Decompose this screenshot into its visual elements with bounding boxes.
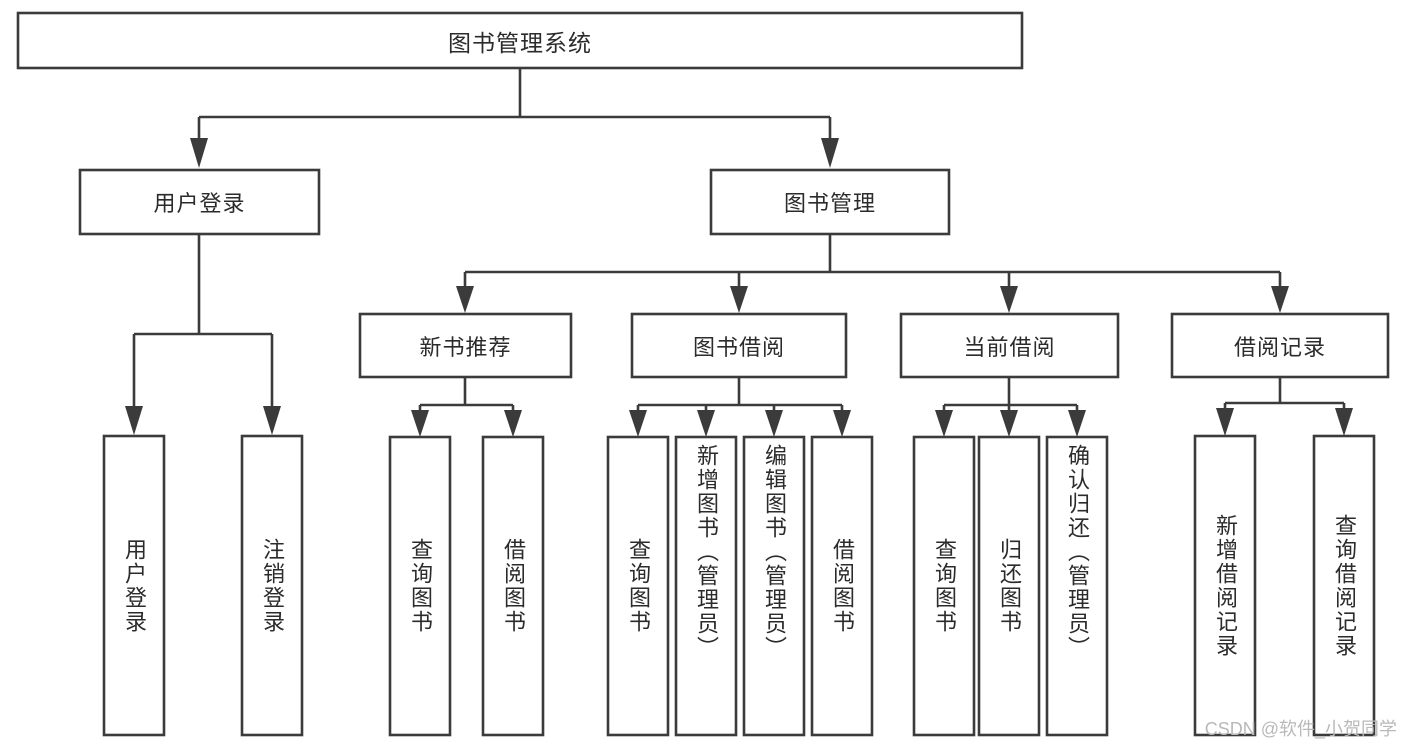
arrow-head-leaf-query-book-2 <box>629 410 647 437</box>
node-box-leaf-query-book-3[interactable] <box>912 435 976 737</box>
connector-book-mgmt-to-level2 <box>456 234 1289 313</box>
node-box-leaf-add-book[interactable] <box>674 435 738 737</box>
arrow-head-book-borrow <box>730 286 748 313</box>
arrow-head-leaf-query-book-3 <box>935 410 953 437</box>
connector-current-borrow-to-leaves <box>935 377 1086 437</box>
arrow-head-leaf-add-book <box>697 410 715 437</box>
node-box-book-borrow[interactable] <box>630 312 848 379</box>
node-box-leaf-borrow-book-2[interactable] <box>810 435 874 737</box>
node-box-leaf-query-book-2[interactable] <box>606 435 670 737</box>
node-box-current-borrow[interactable] <box>899 312 1120 379</box>
node-box-leaf-user-logout[interactable] <box>240 434 304 737</box>
arrow-head-current-borrow <box>1000 286 1018 313</box>
arrow-head-leaf-user-login <box>125 406 143 435</box>
arrow-head-user-login <box>190 138 208 168</box>
arrow-head-leaf-edit-book <box>765 410 783 437</box>
connector-borrow-record-to-leaves <box>1216 377 1353 436</box>
node-box-leaf-borrow-book-1[interactable] <box>481 435 545 737</box>
node-box-leaf-add-record[interactable] <box>1193 434 1257 737</box>
node-box-leaf-query-record[interactable] <box>1312 434 1376 737</box>
arrow-head-book-mgmt <box>821 138 839 168</box>
node-box-leaf-confirm-return[interactable] <box>1045 435 1109 737</box>
node-box-leaf-return-book[interactable] <box>977 435 1041 737</box>
arrow-head-leaf-borrow-book-1 <box>504 410 522 437</box>
arrow-head-leaf-add-record <box>1216 408 1234 436</box>
node-box-book-mgmt[interactable] <box>709 168 951 236</box>
arrow-head-leaf-borrow-book-2 <box>833 410 851 437</box>
arrow-head-borrow-record <box>1271 286 1289 313</box>
node-box-leaf-user-login[interactable] <box>102 434 166 737</box>
connector-user-login-to-leaves <box>125 234 281 435</box>
connector-root-to-level1 <box>190 68 839 168</box>
arrow-head-leaf-confirm-return <box>1068 410 1086 437</box>
arrow-head-leaf-query-book-1 <box>411 410 429 437</box>
node-box-user-login[interactable] <box>78 168 321 236</box>
connector-book-borrow-to-leaves <box>629 377 851 437</box>
node-box-leaf-query-book-1[interactable] <box>388 435 452 737</box>
arrow-head-leaf-user-logout <box>263 406 281 435</box>
arrow-head-leaf-return-book <box>1000 410 1018 437</box>
arrow-head-new-book-rec <box>456 286 474 313</box>
node-box-borrow-record[interactable] <box>1170 312 1390 379</box>
connector-new-book-rec-to-leaves <box>411 377 522 437</box>
arrow-head-leaf-query-record <box>1335 408 1353 436</box>
node-box-leaf-edit-book[interactable] <box>742 435 806 737</box>
node-box-root[interactable] <box>16 11 1024 70</box>
node-box-new-book-rec[interactable] <box>358 312 573 379</box>
